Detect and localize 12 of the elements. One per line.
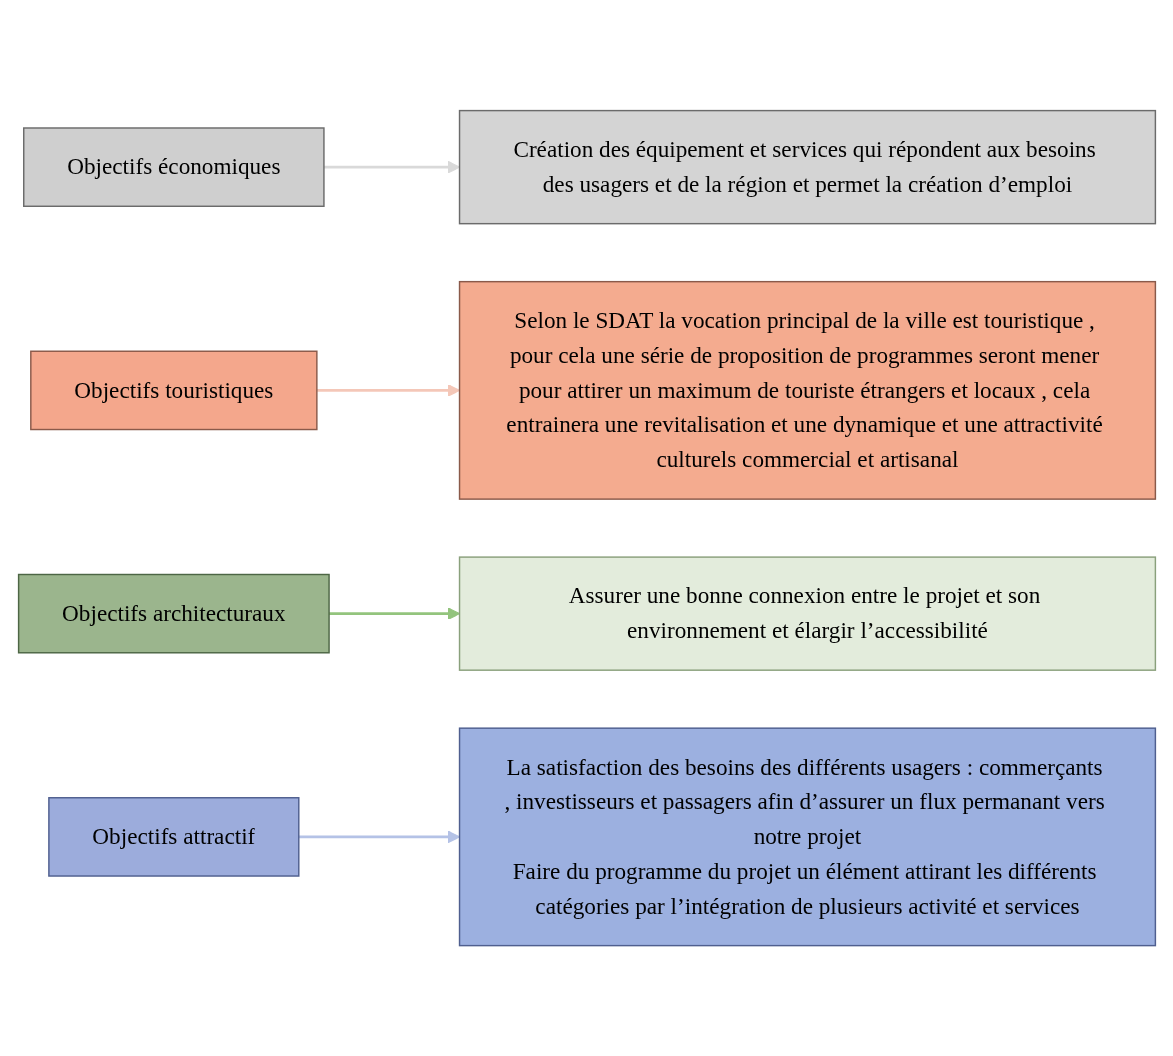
arrow — [298, 830, 460, 844]
node-box: Objectifs attractif — [47, 796, 299, 877]
node-box: Selon le SDAT la vocation principal de la ville est touristique , pour cela une série de proposition de programmes seront mener pour attirer un maximum de touriste étrangers et locaux , cela entrainera une revitalisation et une dynamique et une attractivité culturels commercial et artisanal — [458, 280, 1156, 500]
arrow — [323, 160, 460, 174]
node-box: Objectifs économiques — [22, 127, 325, 207]
node-box: La satisfaction des besoins des différents usagers : commerçants , investisseurs et passagers afin d’assurer un flux permanant vers notre projet Faire du programme du projet un élément attirant les différents catégories par l’intégration de plusieurs activité et services — [458, 727, 1156, 947]
node-box: Création des équipement et services qui répondent aux besoins des usagers et de la région et permet la création d’emploi — [458, 109, 1156, 225]
arrow — [328, 607, 460, 620]
node-box: Objectifs architecturaux — [17, 573, 330, 654]
arrow — [316, 383, 460, 397]
node-box: Objectifs touristiques — [29, 350, 318, 431]
node-box: Assurer une bonne connexion entre le projet et son environnement et élargir l’accessibilité — [458, 556, 1156, 671]
